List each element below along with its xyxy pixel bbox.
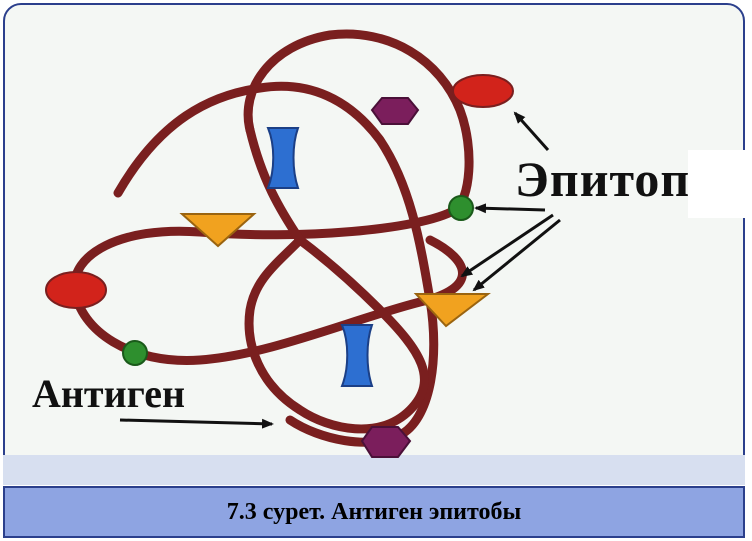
antigen-label: Антиген (32, 371, 186, 416)
arrow-to-orange-triangle-upper (460, 213, 554, 278)
purple-epitope-bottom (360, 426, 412, 458)
diagram-panel (3, 3, 745, 485)
green-epitope-right (448, 195, 474, 221)
orange-epitope-right (413, 293, 491, 328)
blue-epitope-top (266, 127, 300, 189)
chain-segment-outer-right (70, 29, 474, 365)
white-patch (688, 150, 748, 218)
arrow-to-antigen-chain (119, 418, 274, 429)
blue-epitope-bottom (340, 324, 374, 387)
caption-bar: 7.3 сурет. Антиген эпитобы (3, 486, 745, 538)
purple-epitope-top (370, 97, 420, 125)
red-epitope-left (45, 271, 107, 309)
chain-segment-upper-cross (245, 125, 305, 245)
arrow-to-red-epitope (513, 111, 550, 151)
chain-segment-inner-loop (244, 235, 429, 434)
epitope-arrows (119, 111, 561, 429)
arrow-to-orange-triangle-lower (472, 218, 561, 292)
red-epitope-top-right (452, 74, 514, 108)
bottom-band (3, 455, 745, 485)
figure-caption: 7.3 сурет. Антиген эпитобы (226, 498, 522, 525)
orange-epitope-left (179, 213, 257, 248)
green-epitope-left (122, 340, 148, 366)
epitope-label: Эпитоп (515, 151, 691, 207)
arrow-to-green-epitope (474, 203, 546, 214)
